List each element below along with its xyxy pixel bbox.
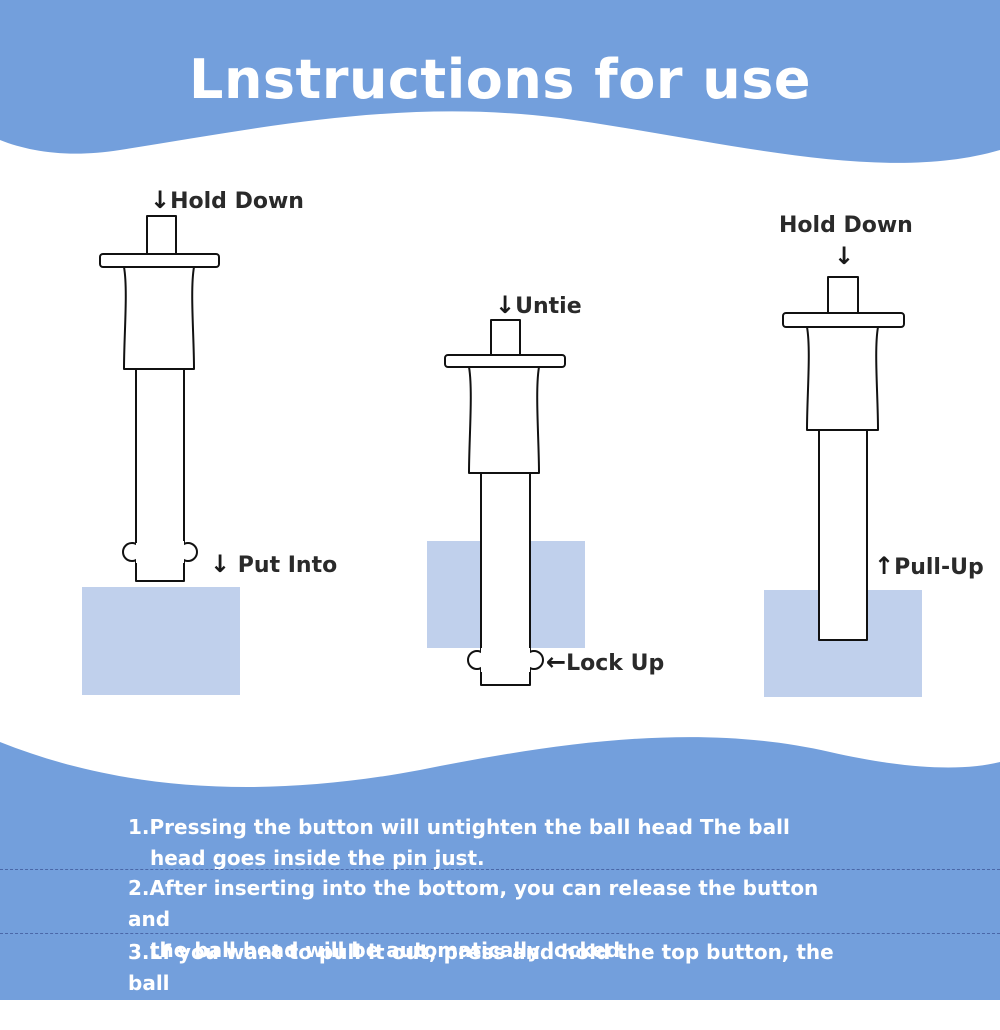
step-text-line2: head goes inside the pin just. bbox=[150, 846, 485, 870]
down-arrow-icon: ↓ bbox=[210, 550, 231, 578]
footer-wave-band bbox=[0, 737, 1000, 1000]
instruction-step-3: 3.Lf you want to pull it out, press and … bbox=[128, 937, 848, 1030]
page-title: Lnstructions for use bbox=[189, 48, 811, 111]
pin1-bottom-text: Put Into bbox=[237, 553, 338, 578]
pin1-top-label: ↓Hold Down bbox=[150, 188, 304, 213]
instruction-step-2: 2.After inserting into the bottom, you c… bbox=[128, 873, 848, 966]
step-number: 2. bbox=[128, 876, 150, 900]
pin1-top-text: Hold Down bbox=[170, 189, 304, 214]
step-text-line2: head will be automatically unlocked. bbox=[150, 1002, 564, 1026]
step-divider-1 bbox=[0, 869, 1000, 870]
step-text-line1: Lf you want to pull it out, press and ho… bbox=[128, 940, 834, 995]
step-text-line1: Pressing the button will untighten the b… bbox=[149, 815, 790, 839]
step-text-line1: After inserting into the bottom, you can… bbox=[128, 876, 819, 931]
pin3-top-arrow: ↓ bbox=[834, 244, 854, 269]
down-arrow-icon: ↓ bbox=[495, 291, 516, 319]
pin2-bottom-label: ←Lock Up bbox=[546, 650, 664, 675]
down-arrow-icon: ↓ bbox=[150, 186, 171, 214]
pin3-top-text: Hold Down bbox=[779, 213, 913, 238]
pin3-bottom-label: ↑Pull-Up bbox=[874, 554, 984, 579]
pin2-top-label: ↓Untie bbox=[495, 293, 582, 318]
pin-diagram-1 bbox=[99, 215, 220, 582]
step-number: 3. bbox=[128, 940, 150, 964]
left-arrow-icon: ← bbox=[546, 648, 567, 676]
pin1-bottom-label: ↓ Put Into bbox=[210, 552, 337, 577]
pin3-bottom-text: Pull-Up bbox=[894, 555, 984, 580]
background-svg bbox=[0, 0, 1000, 1000]
pin3-top-label: Hold Down bbox=[779, 215, 913, 237]
step-number: 1. bbox=[128, 815, 150, 839]
pin2-top-text: Untie bbox=[515, 294, 582, 319]
instruction-step-1: 1.Pressing the button will untighten the… bbox=[128, 812, 848, 874]
up-arrow-icon: ↑ bbox=[874, 552, 895, 580]
step-divider-2 bbox=[0, 933, 1000, 934]
pin2-bottom-text: Lock Up bbox=[566, 651, 665, 676]
step-text-line2: the ball head will be automatically lock… bbox=[150, 938, 628, 962]
pin-diagram-2 bbox=[444, 319, 566, 686]
header-wave-band bbox=[0, 0, 1000, 163]
down-arrow-icon: ↓ bbox=[834, 242, 855, 270]
socket-block-1 bbox=[82, 587, 240, 695]
pin-diagram-3 bbox=[782, 276, 905, 641]
